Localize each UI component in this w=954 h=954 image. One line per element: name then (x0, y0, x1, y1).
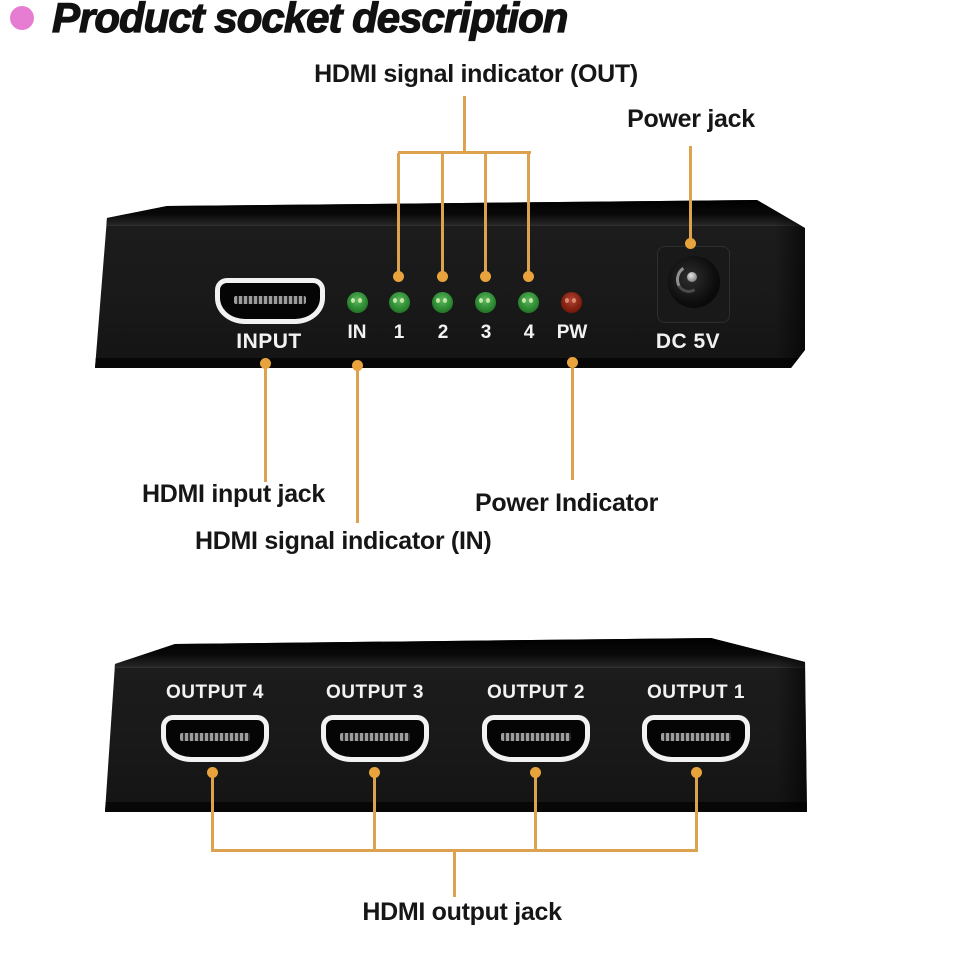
callout-dot-output-3 (369, 767, 380, 778)
hdmi-output-2-port (482, 715, 590, 762)
callout-line-power-jack (689, 146, 692, 245)
device-back-panel: OUTPUT 4 OUTPUT 3 OUTPUT 2 OUTPUT 1 (105, 638, 807, 812)
label-hdmi-input-jack: HDMI input jack (142, 480, 326, 508)
hdmi-input-port (215, 278, 325, 324)
callout-line-power-indicator (571, 362, 574, 480)
led-label-in: IN (347, 322, 367, 343)
callout-line-out-bar (398, 151, 531, 154)
callout-line-output-4 (211, 773, 214, 851)
led-label-1: 1 (393, 322, 405, 343)
device-back-side-shade (777, 638, 807, 812)
callout-dot-output-1 (691, 767, 702, 778)
callout-line-output-stem (453, 851, 456, 897)
callout-dot-input-jack (260, 358, 271, 369)
hdmi-output-4-pins (179, 733, 251, 742)
callout-line-output-3 (373, 773, 376, 851)
device-front-panel: INPUT IN 1 2 3 4 PW DC 5V (95, 200, 805, 368)
hdmi-output-2-pins (500, 733, 572, 742)
callout-line-out-stem (463, 96, 466, 153)
hdmi-output-1-pins (660, 733, 732, 742)
hdmi-output-1-port (642, 715, 750, 762)
callout-line-output-1 (695, 773, 698, 851)
led-4 (518, 292, 539, 313)
callout-line-out-4 (527, 153, 530, 277)
hdmi-output-3-port (321, 715, 429, 762)
led-label-pw: PW (556, 322, 588, 343)
hdmi-output-4-port (161, 715, 269, 762)
label-hdmi-signal-indicator-in: HDMI signal indicator (IN) (195, 527, 492, 555)
led-1 (389, 292, 410, 313)
led-3 (475, 292, 496, 313)
label-hdmi-signal-indicator-out: HDMI signal indicator (OUT) (314, 60, 638, 88)
callout-dot-out-2 (437, 271, 448, 282)
led-pw (561, 292, 582, 313)
led-label-3: 3 (480, 322, 492, 343)
output-2-label: OUTPUT 2 (487, 682, 585, 703)
led-in (347, 292, 368, 313)
callout-line-in-indicator (356, 365, 359, 523)
label-power-jack: Power jack (627, 105, 755, 133)
device-front-bottom-bevel (95, 358, 805, 368)
output-1-label: OUTPUT 1 (647, 682, 745, 703)
device-back-bottom-bevel (105, 802, 807, 812)
callout-dot-output-2 (530, 767, 541, 778)
label-power-indicator: Power Indicator (475, 489, 659, 517)
dc-jack-barrel (668, 256, 720, 308)
device-back-top-bevel (105, 638, 807, 668)
led-2 (432, 292, 453, 313)
dc-5v-label: DC 5V (655, 330, 721, 353)
hdmi-input-pins (234, 295, 306, 304)
title-row: Product socket description (0, 0, 954, 56)
callout-line-out-3 (484, 153, 487, 277)
page-title: Product socket description (51, 0, 569, 42)
callout-line-out-1 (397, 153, 400, 277)
input-port-label: INPUT (236, 330, 302, 353)
callout-dot-out-1 (393, 271, 404, 282)
callout-line-output-bar (211, 849, 698, 852)
led-label-4: 4 (523, 322, 535, 343)
label-hdmi-output-jack: HDMI output jack (362, 898, 562, 926)
callout-dot-out-4 (523, 271, 534, 282)
callout-dot-power-jack (685, 238, 696, 249)
device-front-top-bevel (95, 200, 805, 226)
callout-line-input-jack (264, 363, 267, 482)
callout-dot-out-3 (480, 271, 491, 282)
output-3-label: OUTPUT 3 (326, 682, 424, 703)
callout-line-out-2 (441, 153, 444, 277)
hdmi-output-3-pins (339, 733, 411, 742)
callout-dot-in-indicator (352, 360, 363, 371)
led-label-2: 2 (437, 322, 449, 343)
device-front-side-shade (775, 200, 805, 368)
callout-dot-power-indicator (567, 357, 578, 368)
callout-line-output-2 (534, 773, 537, 851)
callout-dot-output-4 (207, 767, 218, 778)
dc-jack-center-pin (687, 272, 697, 282)
output-4-label: OUTPUT 4 (166, 682, 264, 703)
pink-bullet-icon (10, 6, 34, 30)
